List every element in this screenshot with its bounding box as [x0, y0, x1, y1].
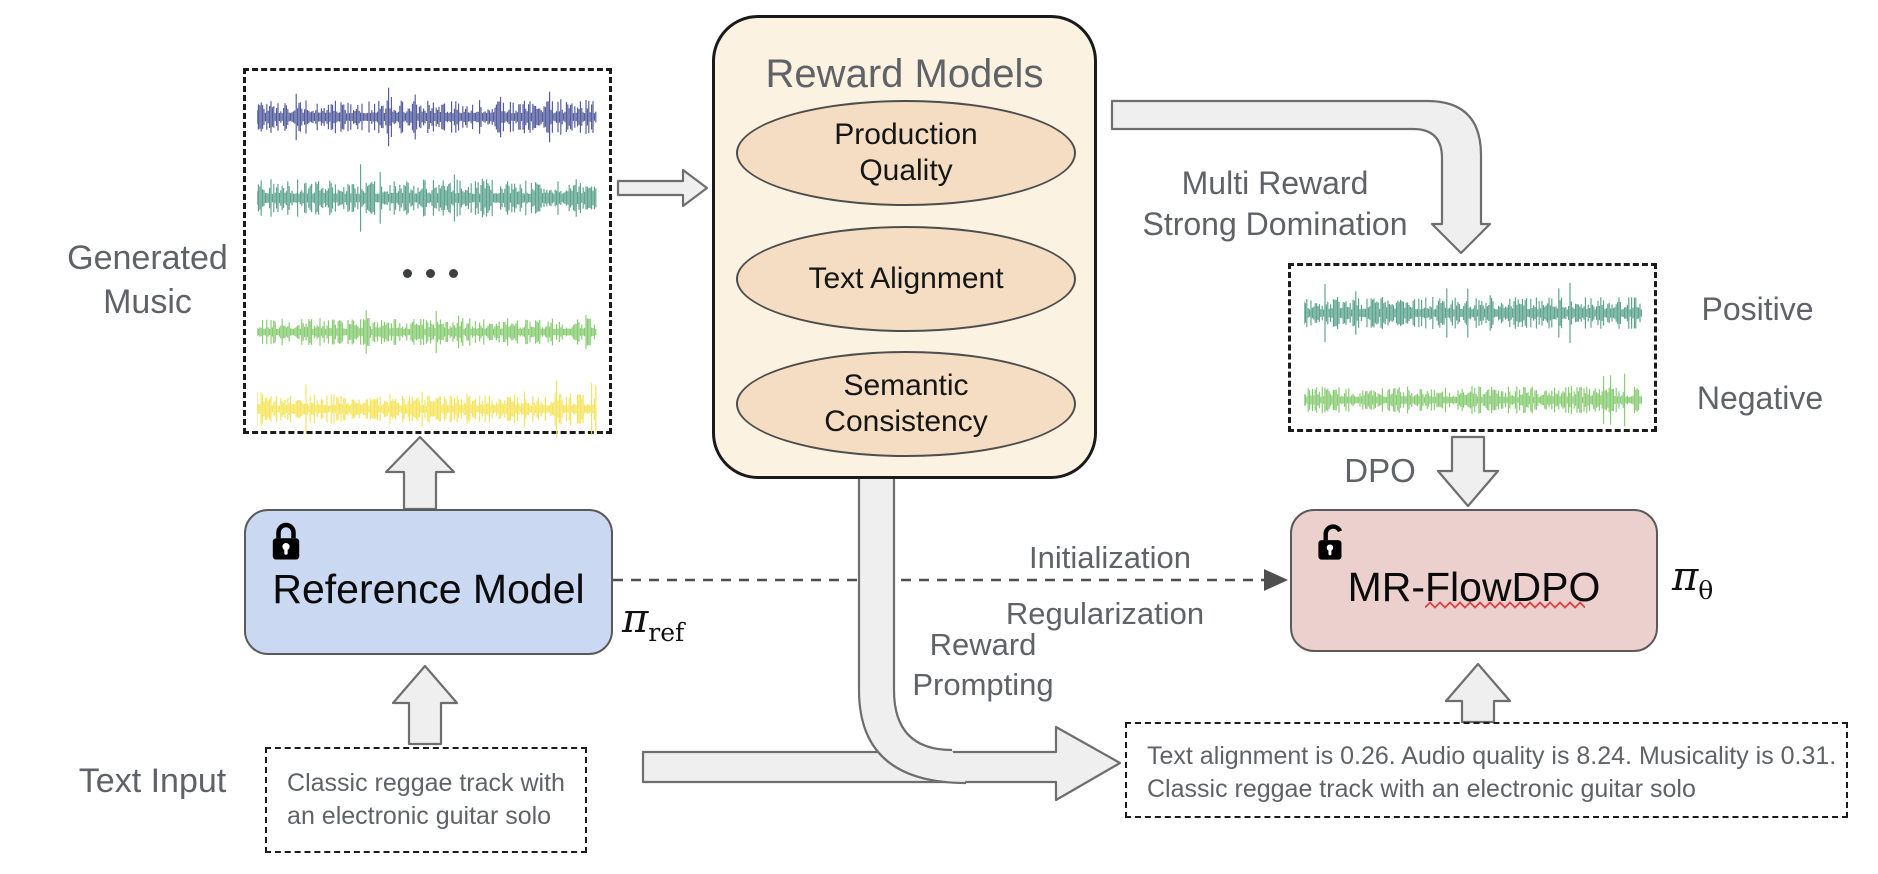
reward-prompt-box: Text alignment is 0.26. Audio quality is…	[1125, 722, 1848, 818]
dashed-line-arrowhead-icon	[1264, 569, 1288, 591]
waveform-positive	[1304, 282, 1642, 344]
lock-open-icon	[1318, 524, 1343, 560]
dpo-label: DPO	[1344, 452, 1416, 489]
waveform-green	[257, 310, 597, 354]
positive-label: Positive	[1701, 291, 1814, 327]
text-input-box: Classic reggae track with an electronic …	[265, 747, 587, 853]
spellcheck-squiggle-icon	[1425, 601, 1585, 609]
preference-pair-box	[1288, 263, 1657, 432]
reward-prompt-line2: Classic reggae track with an electronic …	[1147, 774, 1696, 803]
dpo-arrow-icon	[1436, 435, 1500, 508]
reward-prompting-label: Reward Prompting	[912, 627, 1054, 702]
reward-ellipse-label: Production Quality	[834, 118, 978, 187]
reward-prompting-pipe	[859, 470, 966, 783]
music-to-rewards-arrow-icon	[616, 168, 709, 208]
initialization-label: Initialization	[1029, 540, 1191, 575]
multi-reward-curved-arrow-icon	[1110, 99, 1492, 255]
negative-label: Negative	[1696, 380, 1824, 416]
waveform-negative	[1304, 373, 1642, 427]
multi-reward-label: Multi Reward Strong Domination	[1142, 165, 1408, 242]
pi-theta-symbol: πθ	[1672, 554, 1714, 605]
reward-ellipse-label: Text Alignment	[808, 262, 1004, 295]
reward-prompt-line1: Text alignment is 0.26. Audio quality is…	[1147, 742, 1837, 770]
reward-models-box: Reward Models Production Quality Text Al…	[712, 15, 1097, 479]
reward-models-title: Reward Models	[765, 52, 1044, 96]
reward-ellipse-semantic-consistency: Semantic Consistency	[736, 351, 1076, 457]
mr-flowdpo-name: MR-FlowDPO	[1347, 564, 1601, 610]
lock-closed-icon	[272, 522, 300, 560]
regularization-label: Regularization	[1005, 596, 1205, 631]
text-input-label: Text Input	[78, 762, 227, 800]
prompt-to-dpo-arrow-icon	[1444, 662, 1512, 724]
textinput-to-reference-arrow-icon	[391, 664, 459, 746]
generated-music-label: Generated Music	[67, 239, 228, 321]
reward-ellipse-production-quality: Production Quality	[736, 100, 1076, 206]
pipe-outer-edge	[857, 470, 967, 785]
generated-music-box	[243, 68, 612, 438]
reference-to-music-arrow-icon	[384, 435, 456, 511]
reward-ellipse-label: Semantic Consistency	[824, 369, 988, 438]
ellipsis-dots-icon	[390, 261, 470, 285]
reference-model-box: Reference Model	[244, 509, 613, 655]
reference-model-name: Reference Model	[272, 565, 585, 612]
pipe-inner-edge	[892, 470, 953, 752]
waveform-teal	[257, 164, 597, 232]
pi-ref-symbol: πref	[622, 596, 685, 647]
waveform-yellow	[257, 380, 597, 438]
prompt-flow-arrow-icon	[641, 725, 1122, 802]
mr-flowdpo-box: MR-FlowDPO	[1290, 509, 1658, 652]
waveform-navy	[257, 87, 597, 147]
reward-ellipse-text-alignment: Text Alignment	[736, 226, 1076, 332]
